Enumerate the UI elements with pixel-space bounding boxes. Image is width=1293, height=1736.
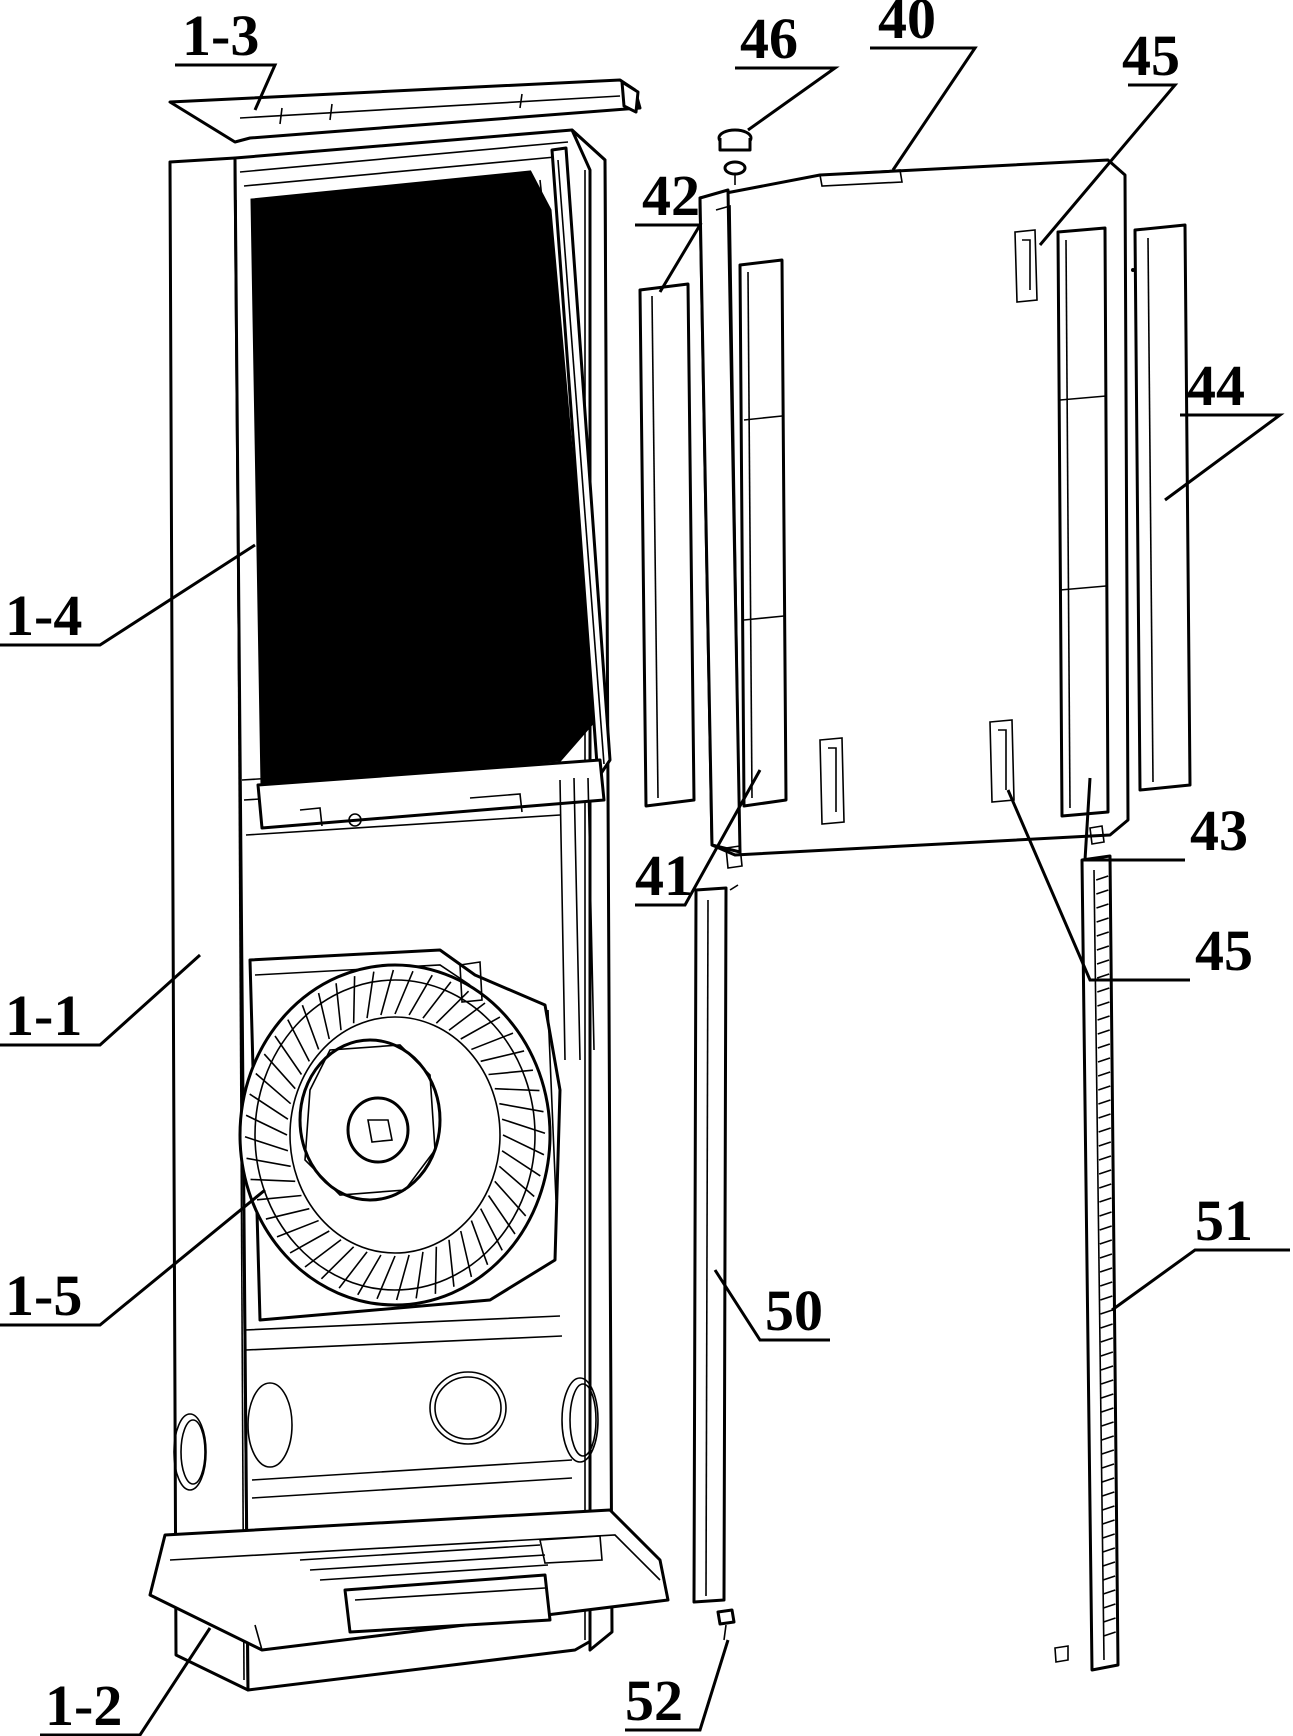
label-1-5: 1-5: [5, 1263, 82, 1328]
top-cover: [168, 78, 642, 144]
label-50: 50: [765, 1278, 823, 1343]
front-panel: [698, 158, 1130, 869]
label-43: 43: [1190, 798, 1248, 863]
filter-panel-left: [638, 282, 696, 808]
label-1-4: 1-4: [5, 583, 82, 648]
label-1-2: 1-2: [45, 1673, 122, 1736]
heat-exchanger: [250, 146, 612, 1061]
label-44: 44: [1187, 353, 1245, 418]
part-labels: 1-3 1-4 1-1 1-5 1-2 46 40 45 42 44 43 41…: [5, 0, 1253, 1736]
pivot-pin-bottom: [716, 1608, 736, 1641]
label-1-3: 1-3: [182, 3, 259, 68]
label-52: 52: [625, 1668, 683, 1733]
label-45-bottom: 45: [1195, 918, 1253, 983]
gear-rack-right: [1054, 854, 1120, 1672]
base-tray: [148, 1508, 670, 1652]
label-1-1: 1-1: [5, 983, 82, 1048]
guide-rail-left: [692, 884, 739, 1604]
label-45-top: 45: [1122, 23, 1180, 88]
leader-lines: [0, 46, 1290, 1736]
filter-panel-right: [1131, 223, 1192, 792]
label-46: 46: [740, 6, 798, 71]
label-40: 40: [878, 0, 936, 51]
label-42: 42: [642, 163, 700, 228]
pivot-pin-top: [717, 128, 753, 185]
blower-fan: [238, 948, 562, 1322]
label-51: 51: [1195, 1188, 1253, 1253]
label-41: 41: [635, 843, 693, 908]
